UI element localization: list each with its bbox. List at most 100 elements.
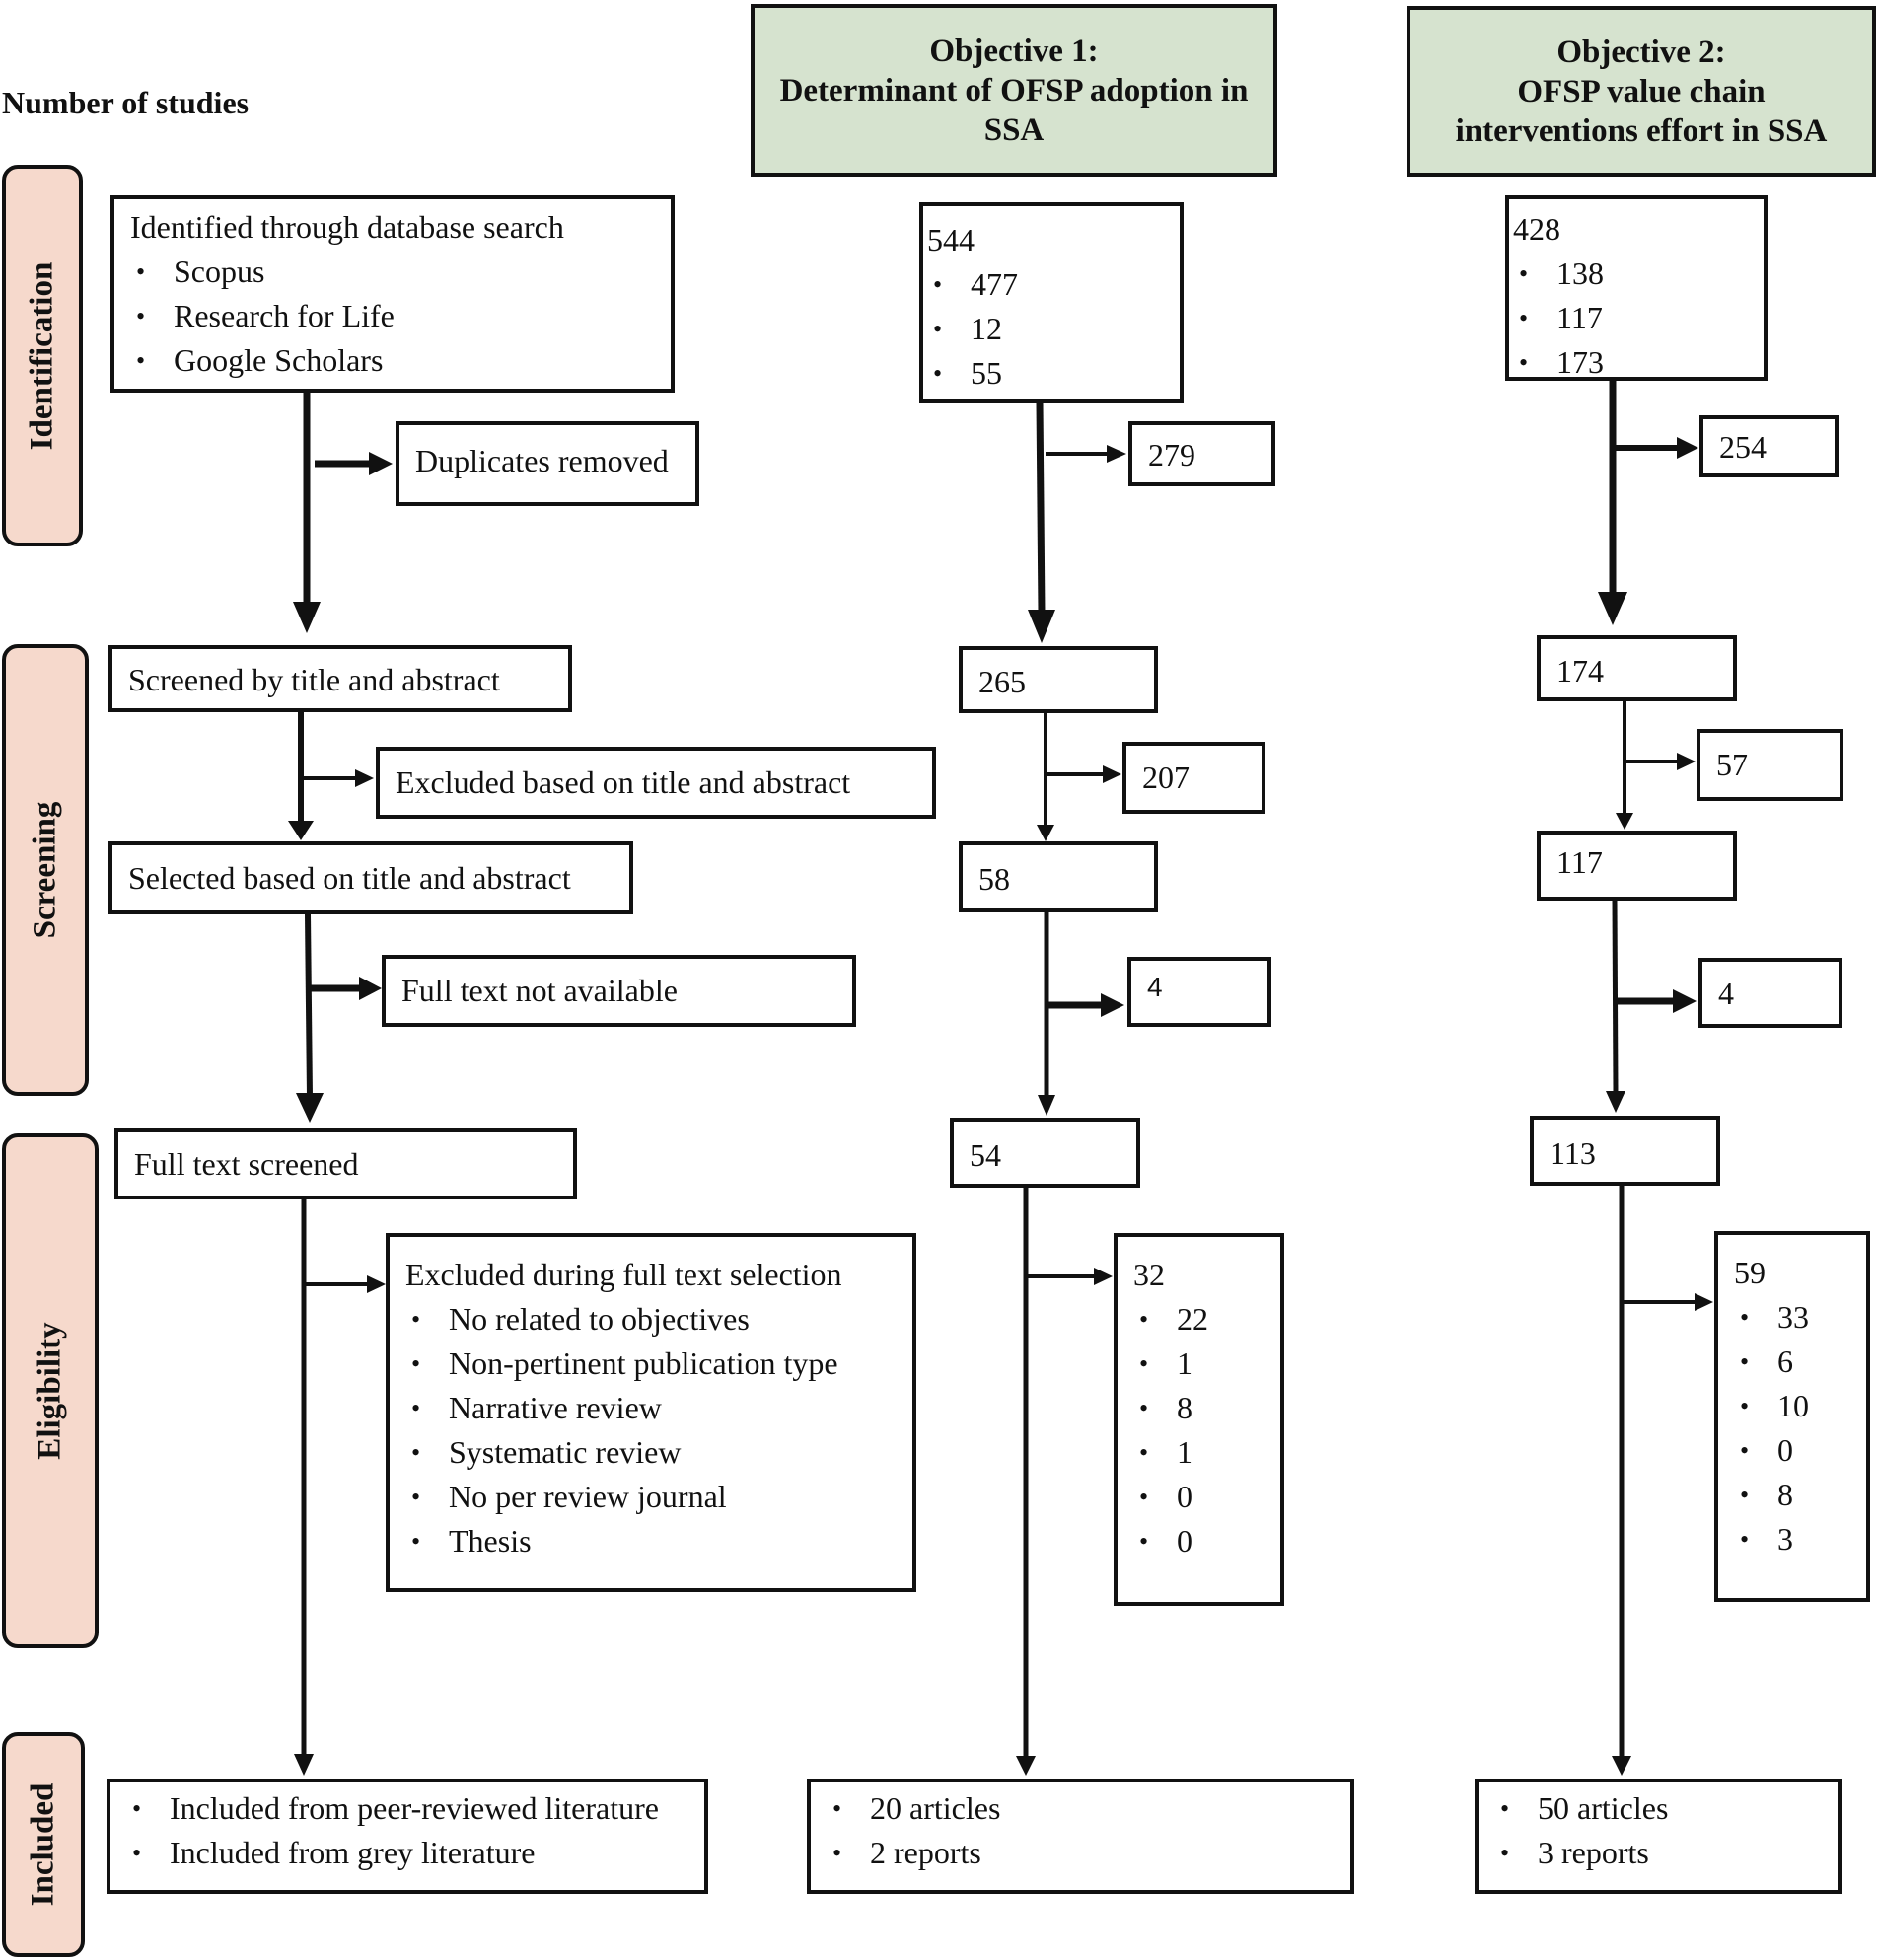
list-item: Included from grey literature	[126, 1831, 688, 1875]
list-item: 6	[1734, 1340, 1850, 1384]
list-item: No per review journal	[405, 1475, 897, 1519]
obj2-duplicates-value: 254	[1719, 429, 1767, 465]
list-item: Scopus	[130, 250, 655, 294]
number-of-studies-label: Number of studies	[2, 85, 250, 120]
full-text-not-available-label: Full text not available	[401, 973, 678, 1008]
obj1-included-list: 20 articles 2 reports	[827, 1786, 1335, 1875]
obj2-full-screened-value: 113	[1550, 1135, 1596, 1171]
obj2-screened-value: 174	[1556, 653, 1604, 689]
obj2-arrow-selected-to-fulltext	[1612, 900, 1619, 1094]
obj1-not-available-value: 4	[1147, 972, 1163, 1002]
duplicates-removed-label: Duplicates removed	[415, 443, 669, 478]
list-item: 8	[1133, 1386, 1264, 1430]
obj2-excluded-full-total: 59	[1734, 1255, 1766, 1290]
objective-2-line3: interventions effort in SSA	[1455, 112, 1828, 149]
list-item: 55	[927, 351, 1176, 396]
objective-1-line3: SSA	[983, 111, 1045, 148]
obj1-not-available-box: 4	[1127, 957, 1271, 1027]
obj2-full-screened-box: 113	[1530, 1116, 1720, 1186]
obj1-excluded-full-list: 22 1 8 1 0 0	[1133, 1297, 1264, 1563]
obj1-full-screened-box: 54	[950, 1118, 1140, 1188]
obj2-excluded-ta-value: 57	[1716, 747, 1748, 782]
list-item: 20 articles	[827, 1786, 1335, 1831]
list-item: Non-pertinent publication type	[405, 1342, 897, 1386]
stage-screening: Screening	[2, 644, 89, 1096]
excluded-full-text-list: No related to objectives Non-pertinent p…	[405, 1297, 897, 1563]
identified-title: Identified through database search	[130, 209, 564, 245]
list-item: 3 reports	[1494, 1831, 1822, 1875]
obj1-identified-total: 544	[927, 222, 975, 257]
obj1-arrow-identified-to-screened	[1036, 402, 1046, 615]
obj2-included-list: 50 articles 3 reports	[1494, 1786, 1822, 1875]
obj1-excluded-ta-value: 207	[1142, 760, 1190, 795]
obj2-screened-box: 174	[1537, 635, 1737, 701]
objective-1-line1: Objective 1:	[929, 33, 1099, 69]
list-item: 50 articles	[1494, 1786, 1822, 1831]
identified-box: Identified through database search Scopu…	[110, 195, 675, 393]
included-list: Included from peer-reviewed literature I…	[126, 1786, 688, 1875]
stage-identification: Identification	[2, 165, 83, 546]
list-item: 1	[1133, 1342, 1264, 1386]
obj1-identified-list: 477 12 55	[927, 262, 1176, 396]
stage-included: Included	[2, 1732, 85, 1957]
obj2-identified-total: 428	[1513, 211, 1560, 247]
list-item: Systematic review	[405, 1430, 897, 1475]
list-item: 173	[1513, 340, 1760, 385]
objective-1-header: Objective 1: Determinant of OFSP adoptio…	[751, 4, 1277, 177]
list-item: Included from peer-reviewed literature	[126, 1786, 688, 1831]
obj2-identified-list: 138 117 173	[1513, 252, 1760, 385]
list-item: Thesis	[405, 1519, 897, 1563]
obj1-duplicates-box: 279	[1128, 421, 1275, 486]
arrow-selected-to-fulltext	[305, 913, 313, 1098]
obj1-excluded-ta-box: 207	[1122, 742, 1265, 814]
obj1-selected-box: 58	[959, 841, 1158, 912]
list-item: Google Scholars	[130, 338, 655, 383]
duplicates-removed-box: Duplicates removed	[396, 421, 699, 506]
excluded-full-text-box: Excluded during full text selection No r…	[386, 1233, 916, 1592]
obj2-identified-box: 428 138 117 173	[1505, 195, 1768, 385]
obj1-full-screened-value: 54	[970, 1137, 1001, 1173]
obj2-excluded-full-box: 59 33 6 10 0 8 3	[1714, 1231, 1870, 1602]
obj2-selected-box: 117	[1537, 831, 1737, 901]
screened-label: Screened by title and abstract	[128, 662, 500, 697]
list-item: Research for Life	[130, 294, 655, 338]
obj1-excluded-full-total: 32	[1133, 1257, 1165, 1292]
list-item: 3	[1734, 1517, 1850, 1561]
list-item: 22	[1133, 1297, 1264, 1342]
obj1-identified-box: 544 477 12 55	[919, 202, 1184, 403]
objective-2-line1: Objective 2:	[1556, 34, 1726, 70]
included-box: Included from peer-reviewed literature I…	[107, 1779, 708, 1894]
identified-list: Scopus Research for Life Google Scholars	[130, 250, 655, 383]
obj2-duplicates-box: 254	[1699, 415, 1839, 477]
excluded-full-text-title: Excluded during full text selection	[405, 1257, 842, 1292]
stage-eligibility: Eligibility	[2, 1133, 99, 1648]
list-item: 477	[927, 262, 1176, 307]
obj2-not-available-box: 4	[1698, 958, 1842, 1028]
list-item: 33	[1734, 1295, 1850, 1340]
selected-label: Selected based on title and abstract	[128, 860, 571, 896]
obj1-included-box: 20 articles 2 reports	[807, 1779, 1354, 1894]
obj1-duplicates-value: 279	[1148, 437, 1195, 472]
list-item: 138	[1513, 252, 1760, 296]
objective-2-header: Objective 2: OFSP value chain interventi…	[1407, 6, 1876, 177]
list-item: No related to objectives	[405, 1297, 897, 1342]
obj1-screened-box: 265	[959, 646, 1158, 713]
objective-1-line2: Determinant of OFSP adoption in	[779, 72, 1249, 109]
objective-2-line2: OFSP value chain	[1517, 73, 1766, 109]
list-item: 117	[1513, 296, 1760, 340]
selected-box: Selected based on title and abstract	[108, 841, 633, 914]
obj2-included-box: 50 articles 3 reports	[1475, 1779, 1842, 1894]
obj1-screened-value: 265	[978, 664, 1026, 699]
full-text-screened-box: Full text screened	[114, 1128, 577, 1199]
obj2-excluded-ta-box: 57	[1697, 729, 1843, 801]
list-item: 0	[1133, 1519, 1264, 1563]
obj1-selected-value: 58	[978, 861, 1010, 897]
list-item: 8	[1734, 1473, 1850, 1517]
obj2-not-available-value: 4	[1718, 976, 1734, 1011]
list-item: Narrative review	[405, 1386, 897, 1430]
full-text-screened-label: Full text screened	[134, 1146, 359, 1182]
list-item: 0	[1133, 1475, 1264, 1519]
obj1-excluded-full-box: 32 22 1 8 1 0 0	[1114, 1233, 1284, 1606]
excluded-title-abstract-label: Excluded based on title and abstract	[396, 764, 851, 800]
